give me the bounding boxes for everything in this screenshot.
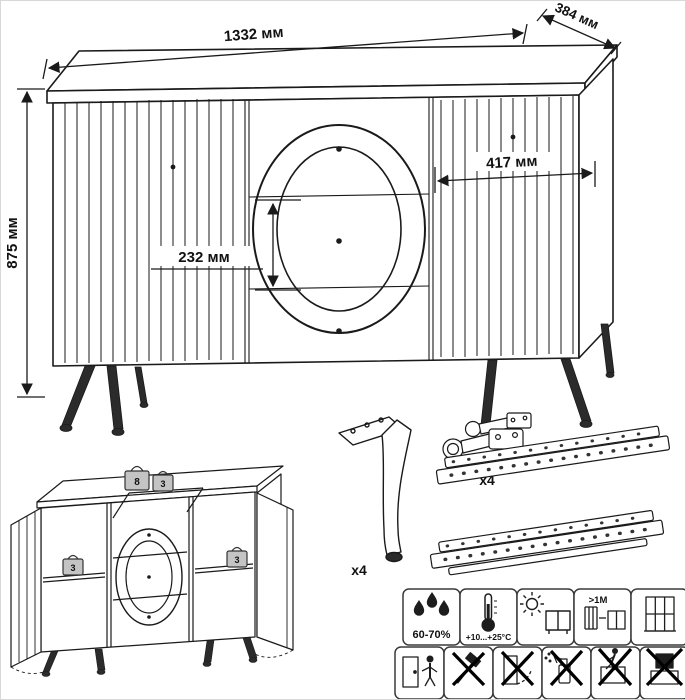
- right-door-knob: [510, 134, 516, 140]
- left-door-knob: [170, 164, 176, 170]
- weight-left-shelf: 3: [62, 554, 84, 576]
- drawer-slide-top: [435, 425, 671, 485]
- door-dividers: [244, 97, 434, 363]
- dimension-depth-label: 384 мм: [553, 1, 601, 32]
- ventilation-icon: [644, 596, 676, 632]
- weight-top-value: 8: [134, 477, 140, 488]
- open-right-door: [256, 492, 294, 651]
- cabinet-front-face: [52, 94, 580, 367]
- weight-top: 8: [124, 465, 150, 491]
- weight-left-shelf-value: 3: [70, 563, 75, 573]
- weight-right-shelf: 3: [226, 546, 248, 568]
- dimension-inner-width-label: 417 мм: [486, 153, 538, 173]
- sunlight-icon: [520, 592, 571, 634]
- no-solvents-icon: [544, 649, 584, 687]
- weight-drawer: 3: [152, 470, 174, 492]
- right-door-fluting: [440, 96, 574, 357]
- cabinet-open-view: [10, 465, 294, 677]
- no-leaning-icon: [500, 650, 535, 687]
- temperature-icon: [481, 593, 497, 632]
- dimension-drawer-height: 232 мм: [151, 199, 301, 291]
- left-door-fluting: [64, 99, 234, 363]
- dimension-height: 875 мм: [4, 88, 45, 398]
- cabinet-right-side: [578, 58, 614, 359]
- dimension-inner-width: 417 мм: [434, 152, 596, 193]
- no-heavy-load-icon: [645, 647, 684, 687]
- cabinet-main-view: [46, 44, 618, 436]
- weight-drawer-value: 3: [160, 479, 165, 489]
- cabinet-legs: [59, 323, 615, 436]
- care-icon-grid: 60-70% +10...+25°C >1M: [394, 588, 685, 699]
- weight-right-shelf-value: 3: [234, 555, 239, 565]
- open-left-door: [10, 507, 42, 668]
- temperature-label: +10...+25°C: [466, 632, 511, 642]
- dimension-height-label: 875 мм: [4, 217, 21, 268]
- heat-distance-label: >1M: [589, 595, 608, 606]
- no-hammering-icon: [451, 651, 486, 687]
- dimension-drawer-height-label: 232 мм: [178, 249, 229, 266]
- drawer-knobs: [336, 146, 342, 334]
- open-door-icon: [402, 655, 438, 688]
- drawer-slide-bottom: [429, 509, 665, 576]
- dimension-width-label: 1332 мм: [223, 24, 284, 45]
- heat-distance-icon: [584, 606, 626, 630]
- humidity-label: 60-70%: [413, 629, 451, 641]
- no-climbing-icon: [597, 647, 633, 687]
- leg-part: x4: [338, 416, 412, 578]
- weight-markers: 8 3 3 3: [62, 465, 248, 576]
- hinge-part: x4: [442, 412, 532, 488]
- humidity-icon: [413, 592, 450, 616]
- drawer-gaps: [248, 193, 430, 290]
- leg-quantity-label: x4: [351, 562, 367, 578]
- dimension-width: 1332 мм: [42, 24, 528, 80]
